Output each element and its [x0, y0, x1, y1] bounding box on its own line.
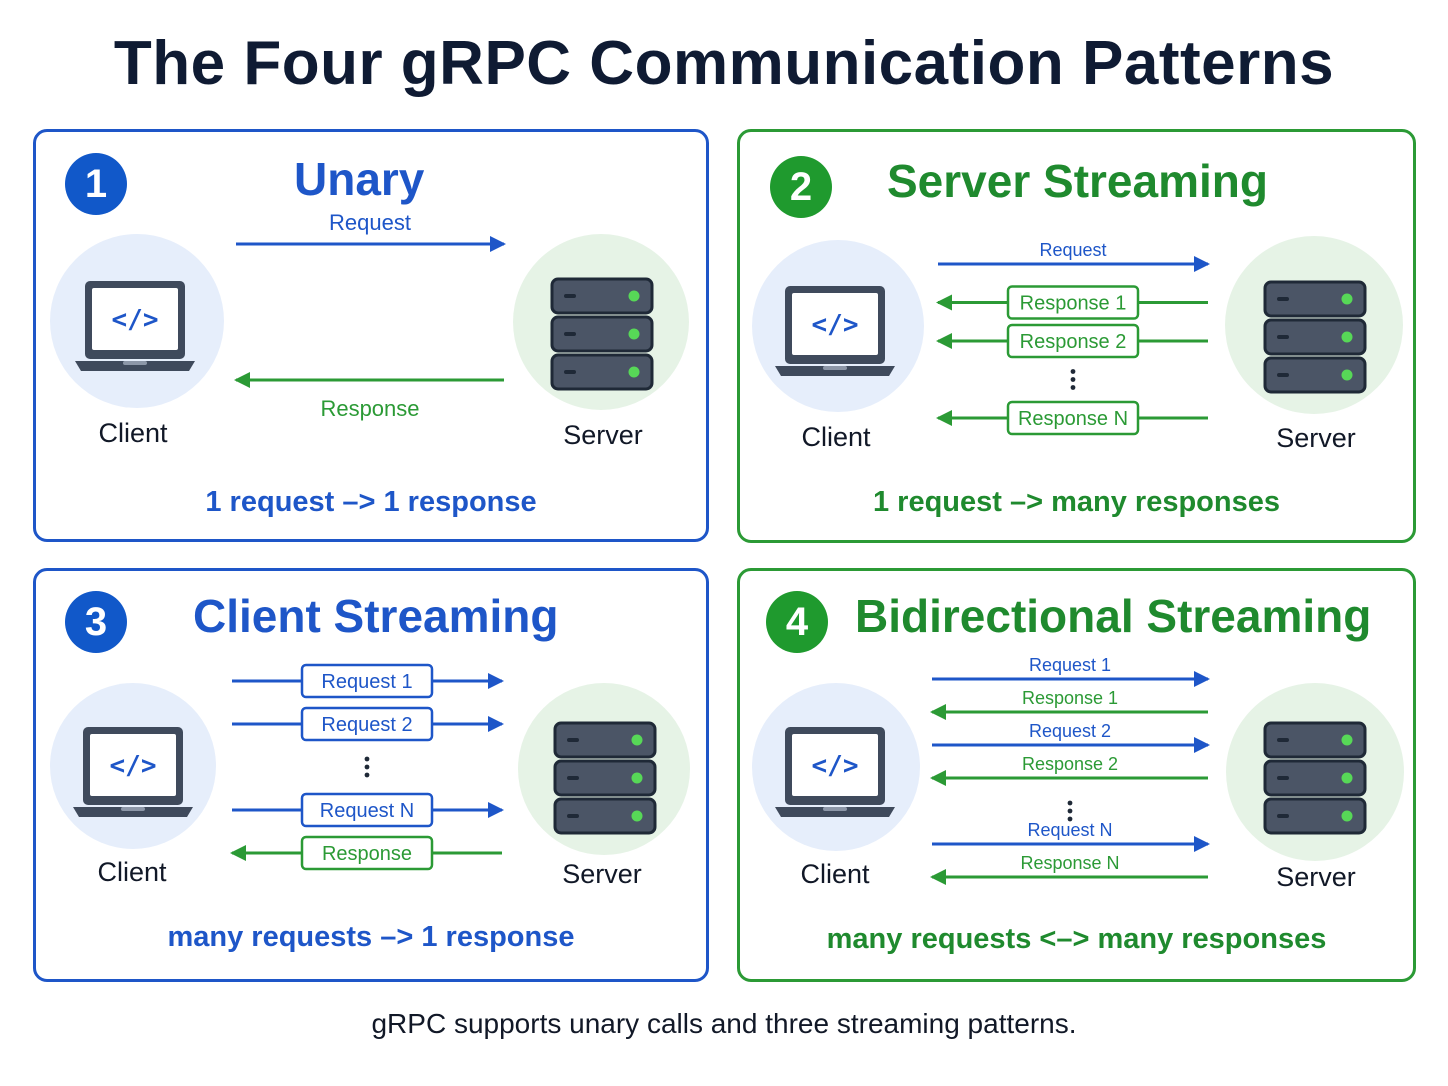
pattern-summary: many requests –> 1 response: [167, 921, 575, 953]
client-label: Client: [97, 857, 167, 887]
request-arrow: Request 1: [232, 663, 504, 699]
flow-label: Request N: [320, 800, 415, 822]
server-label: Server: [1276, 862, 1356, 892]
flow-label: Response: [322, 843, 412, 865]
request-arrow: Request N: [232, 792, 504, 828]
step-badge: 1: [65, 153, 127, 215]
panel-server-streaming: 2 Server Streaming </> Client Server Req…: [737, 129, 1416, 543]
response-arrow: Response 2: [936, 323, 1208, 359]
client-label: Client: [801, 422, 871, 452]
request-arrow: Request 1: [932, 655, 1210, 687]
server-rack-icon: [1263, 280, 1367, 403]
laptop-code-icon: </>: [71, 723, 195, 832]
panel-title: Client Streaming: [193, 590, 559, 642]
server-label: Server: [562, 859, 642, 889]
response-arrow: Response: [234, 372, 504, 421]
client-label: Client: [98, 418, 168, 448]
client-label: Client: [800, 859, 870, 889]
step-badge: 3: [65, 591, 127, 653]
panel-title: Bidirectional Streaming: [855, 590, 1372, 642]
svg-text:</>: </>: [812, 751, 859, 781]
flow-label: Request 1: [321, 671, 412, 693]
server-label: Server: [1276, 423, 1356, 453]
flow-label: Request: [329, 210, 411, 235]
server-rack-icon: [553, 721, 657, 844]
flow-label: Response 1: [1020, 293, 1127, 315]
response-arrow: Response N: [930, 853, 1208, 885]
request-arrow: Request: [938, 240, 1210, 272]
panel-title: Server Streaming: [887, 155, 1268, 207]
svg-text:</>: </>: [110, 751, 157, 781]
server-rack-icon: [1263, 721, 1367, 844]
response-arrow: Response 2: [930, 754, 1208, 786]
footer-caption: gRPC supports unary calls and three stre…: [371, 1008, 1077, 1039]
flow-label: Response 2: [1020, 331, 1127, 353]
laptop-code-icon: </>: [773, 282, 897, 391]
request-arrow: Request 2: [232, 706, 504, 742]
svg-text:</>: </>: [812, 310, 859, 340]
laptop-code-icon: </>: [773, 723, 897, 832]
laptop-code-icon: </>: [73, 277, 197, 386]
response-arrow: Response N: [936, 400, 1208, 436]
response-arrow: Response: [230, 835, 502, 871]
response-arrow: Response 1: [936, 285, 1208, 320]
request-arrow: Request 2: [932, 721, 1210, 753]
panel-title: Unary: [294, 153, 425, 205]
flow-label: Response 1: [1022, 688, 1118, 708]
flow-label: Request N: [1027, 820, 1112, 840]
flow-label: Response: [320, 396, 419, 421]
ellipsis-icon: [364, 756, 370, 778]
flow-label: Request 2: [321, 714, 412, 736]
flow-label: Request: [1039, 240, 1106, 260]
pattern-summary: many requests <–> many responses: [826, 923, 1327, 955]
svg-text:</>: </>: [112, 305, 159, 335]
flow-arrows: Request 1 Request 2 Request N Response: [230, 663, 504, 871]
panel-bidirectional-streaming: 4 Bidirectional Streaming </> Client Ser…: [737, 568, 1416, 982]
server-rack-icon: [550, 277, 654, 400]
request-arrow: Request: [236, 210, 506, 252]
server-label: Server: [563, 420, 643, 450]
flow-arrows: Request 1 Response 1 Request 2 Response 2 Re…: [930, 655, 1210, 885]
request-arrow: Request N: [932, 820, 1210, 852]
flow-label: Response 2: [1022, 754, 1118, 774]
flow-label: Response N: [1018, 408, 1128, 430]
panel-client-streaming: 3 Client Streaming </> Client Server Req…: [33, 568, 709, 982]
flow-label: Request 2: [1029, 721, 1111, 741]
step-badge: 4: [766, 591, 828, 653]
page-title: The Four gRPC Communication Patterns: [113, 29, 1335, 98]
ellipsis-icon: [1067, 800, 1073, 822]
pattern-summary: 1 request –> many responses: [872, 486, 1280, 518]
ellipsis-icon: [1070, 369, 1076, 390]
flow-label: Request 1: [1029, 655, 1111, 675]
step-badge: 2: [770, 156, 832, 218]
pattern-summary: 1 request –> 1 response: [205, 486, 537, 518]
response-arrow: Response 1: [930, 688, 1208, 720]
flow-label: Response N: [1020, 853, 1119, 873]
